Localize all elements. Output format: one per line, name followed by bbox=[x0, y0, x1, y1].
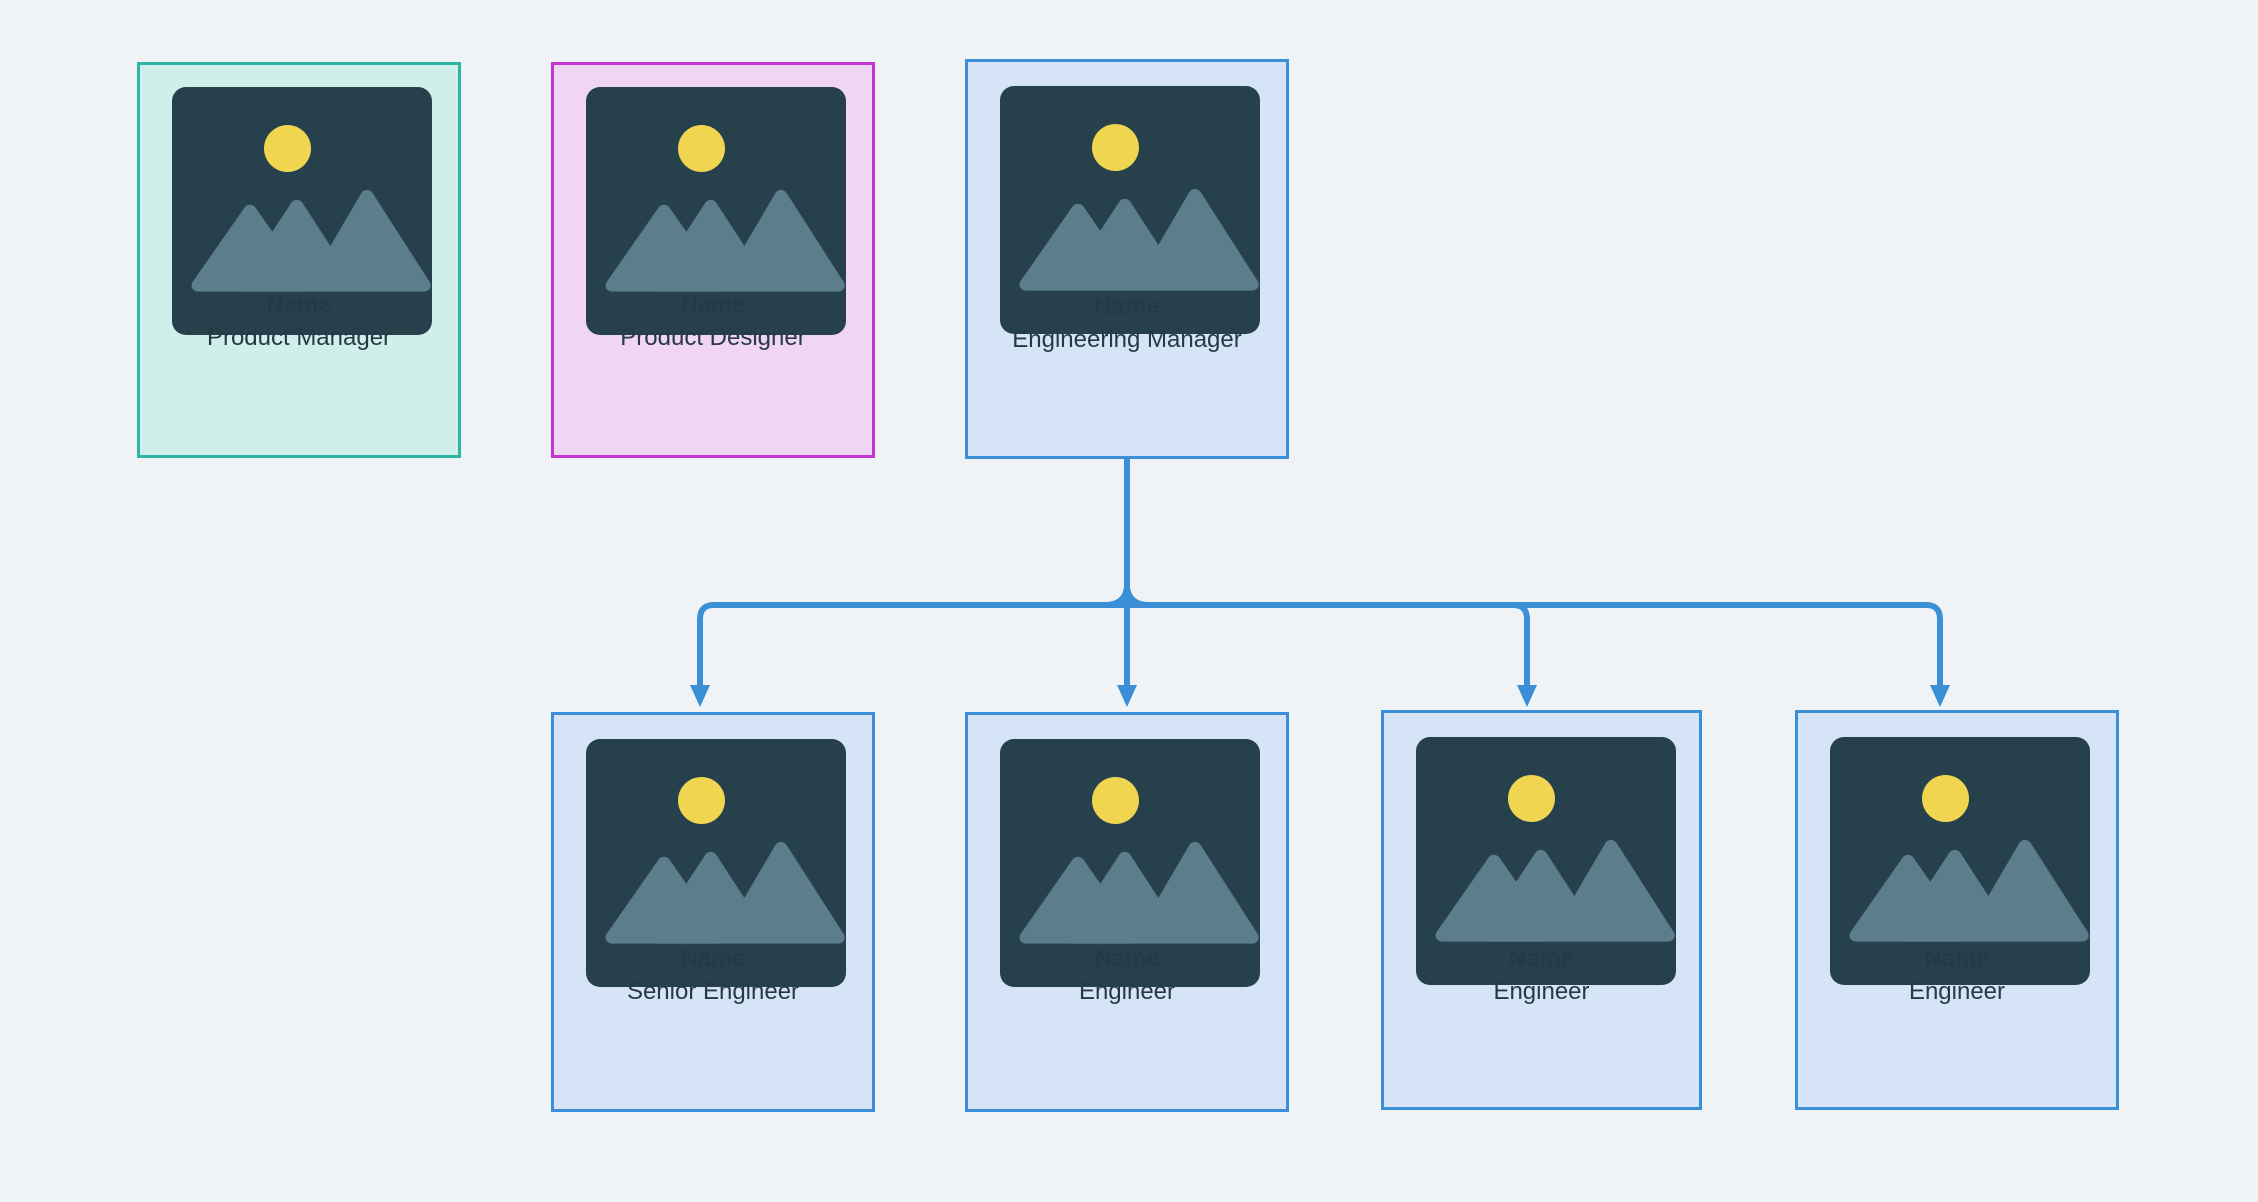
card-person-role: Product Manager bbox=[206, 324, 392, 351]
card-person-name: Name bbox=[680, 291, 746, 318]
card-person-name: Name bbox=[680, 945, 746, 972]
card-person-role: Product Designer bbox=[620, 324, 806, 351]
card-person-name: Name bbox=[1094, 945, 1160, 972]
image-placeholder-icon bbox=[586, 87, 846, 335]
mountain-shape-icon bbox=[191, 189, 431, 292]
sun-circle-icon bbox=[678, 125, 725, 172]
card-person-role: Engineer bbox=[1908, 978, 2006, 1005]
sun-circle-icon bbox=[1092, 124, 1139, 171]
mountain-shape-icon bbox=[1435, 839, 1675, 942]
sun-circle-icon bbox=[264, 125, 311, 172]
card-person-name: Name bbox=[1508, 945, 1575, 972]
image-placeholder-icon bbox=[1416, 737, 1676, 985]
image-placeholder-icon bbox=[172, 87, 432, 335]
card-person-role: Engineering Manager bbox=[1012, 326, 1242, 353]
image-placeholder-icon bbox=[586, 739, 846, 987]
card-person-name: Name bbox=[1094, 293, 1160, 320]
sun-circle-icon bbox=[1092, 777, 1139, 824]
mountain-shape-icon bbox=[1019, 188, 1259, 291]
card-person-name: Name bbox=[1924, 945, 1990, 972]
card-person-name: Name bbox=[266, 291, 332, 318]
card-person-role: Engineer bbox=[1493, 978, 1590, 1005]
image-placeholder-icon bbox=[1000, 739, 1260, 987]
mountain-shape-icon bbox=[1849, 839, 2089, 942]
image-placeholder-icon bbox=[1830, 737, 2090, 985]
mountain-shape-icon bbox=[1019, 841, 1259, 944]
image-placeholder-icon bbox=[1000, 86, 1260, 334]
mountain-shape-icon bbox=[605, 189, 845, 292]
card-person-role: Engineer bbox=[1078, 978, 1176, 1005]
sun-circle-icon bbox=[1922, 775, 1969, 822]
sun-circle-icon bbox=[1508, 775, 1555, 822]
sun-circle-icon bbox=[678, 777, 725, 824]
card-person-role: Senior Engineer bbox=[626, 978, 800, 1005]
mountain-shape-icon bbox=[605, 841, 845, 944]
